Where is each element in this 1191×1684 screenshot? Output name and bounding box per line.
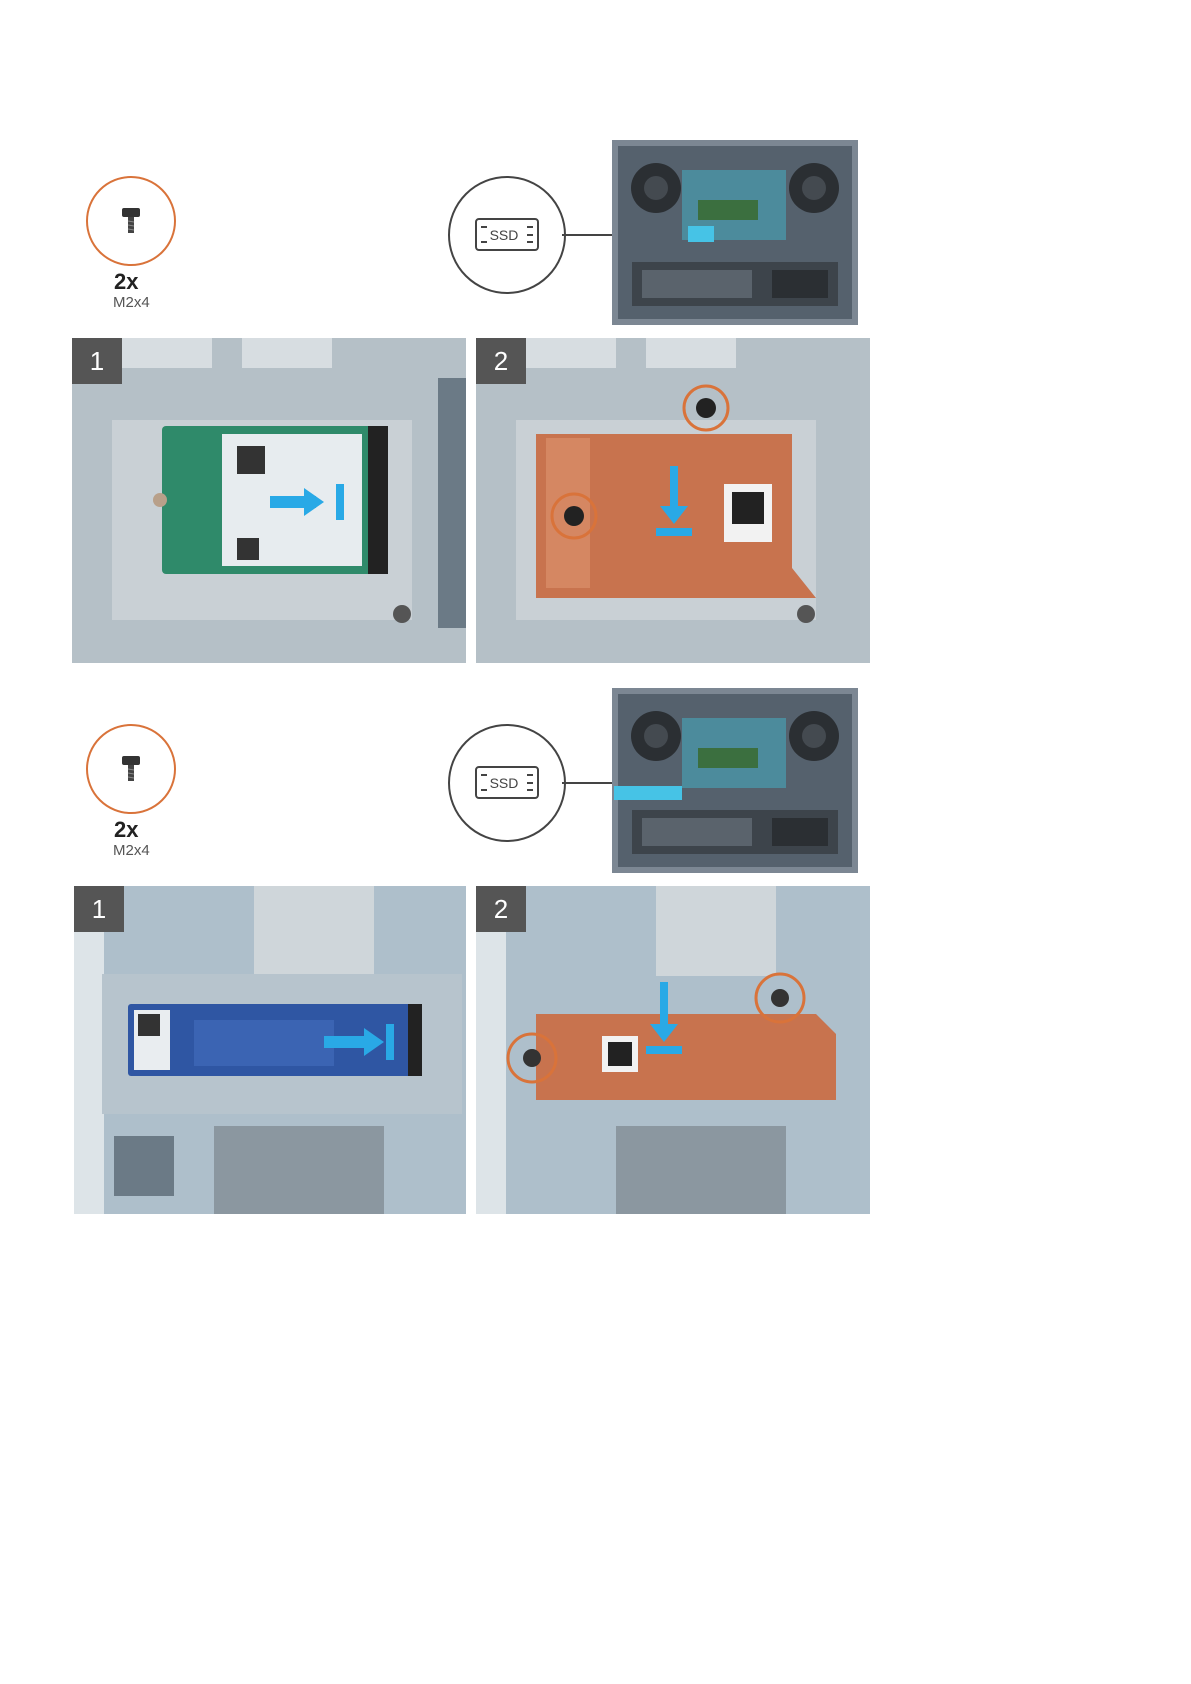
step-number: 1 xyxy=(74,886,124,932)
m2-2280-ssd-installation-image xyxy=(74,886,466,1214)
procedure-section-2: 2x M2x4 SSD xyxy=(0,0,1191,1220)
step-1-panel: 1 xyxy=(74,886,466,1214)
screw-size: M2x4 xyxy=(113,842,150,859)
ssd-icon: SSD xyxy=(450,726,564,840)
screw-count: 2x xyxy=(114,817,138,843)
screw-circle xyxy=(86,724,176,814)
ssd-label: SSD xyxy=(490,775,519,791)
ssd-callout: SSD xyxy=(448,724,566,842)
laptop-overview-image xyxy=(612,688,858,873)
screw-icon xyxy=(88,726,174,812)
thermal-plate-installation-image xyxy=(476,886,870,1214)
step-2-panel: 2 xyxy=(476,886,870,1214)
step-number: 2 xyxy=(476,886,526,932)
screw-callout: 2x M2x4 xyxy=(86,724,186,864)
